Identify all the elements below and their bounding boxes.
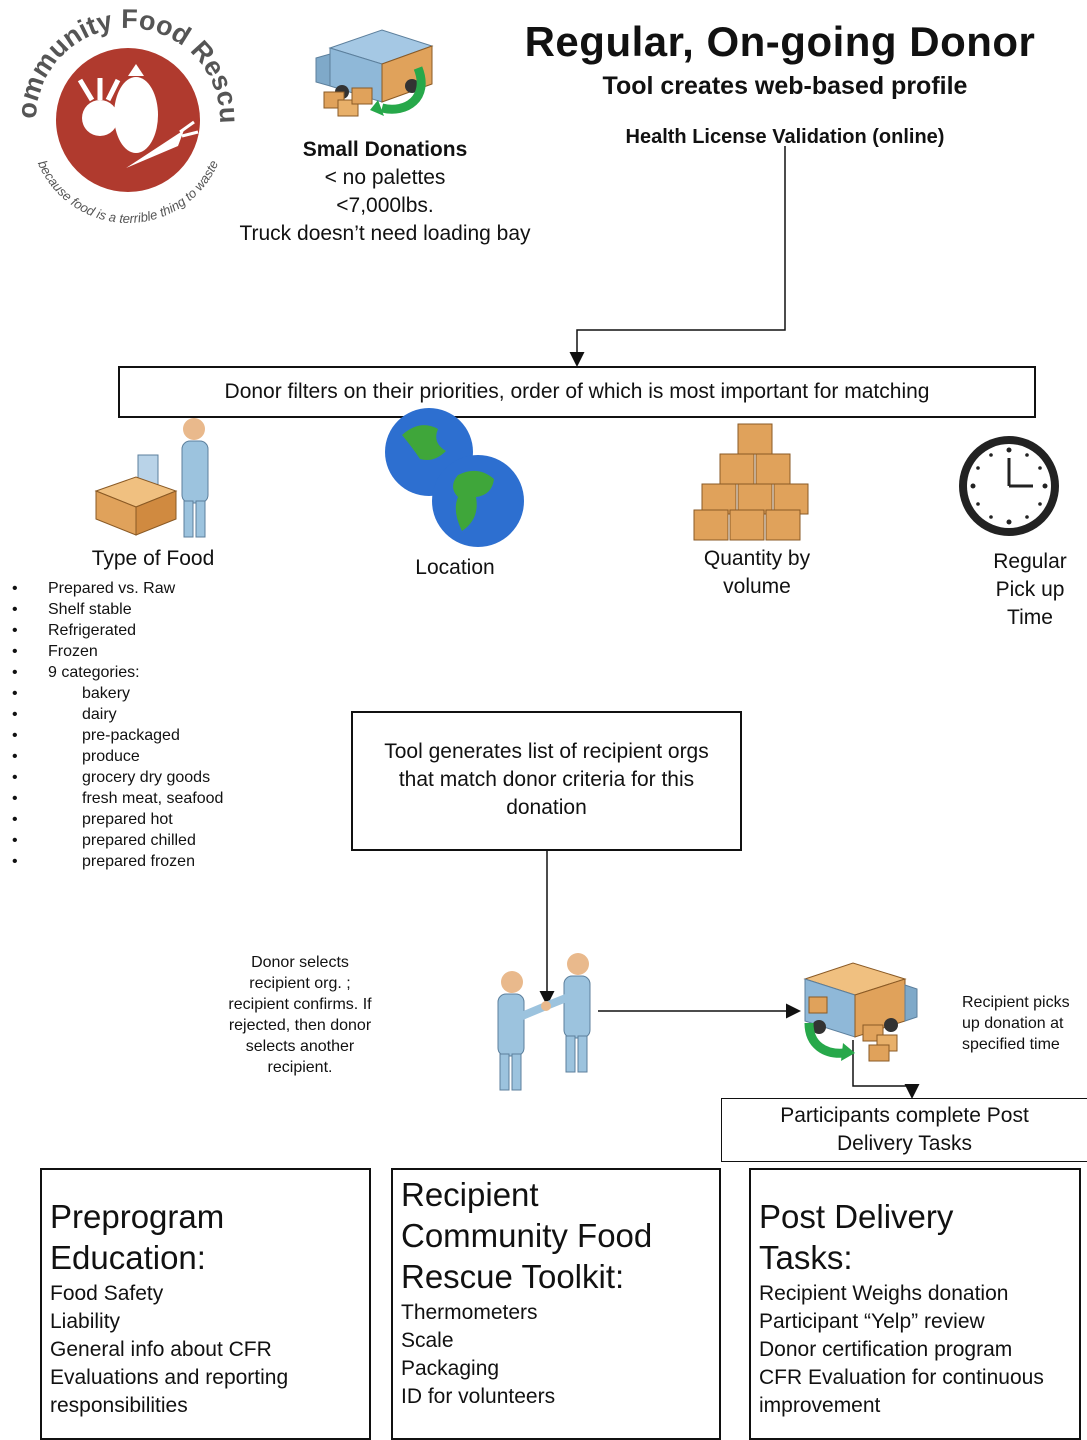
list-item: Frozen bbox=[12, 641, 223, 662]
location-label: Location bbox=[415, 556, 495, 579]
note-line: recipient confirms. If bbox=[228, 996, 372, 1013]
list-item: Food Safety bbox=[50, 1282, 164, 1305]
list-item: responsibilities bbox=[50, 1394, 188, 1417]
list-item: produce bbox=[12, 746, 223, 767]
truck-to-post-arrow bbox=[852, 1040, 920, 1099]
delivery-truck-icon bbox=[315, 29, 434, 117]
box-title-line: Community Food bbox=[401, 1217, 653, 1254]
list-item: Packaging bbox=[401, 1357, 500, 1380]
post-delivery-header-line: Participants complete Post bbox=[780, 1104, 1029, 1127]
box-title-line: Rescue Toolkit: bbox=[401, 1258, 625, 1295]
pickup-label-line: Time bbox=[1007, 606, 1053, 629]
quantity-label-line: volume bbox=[723, 575, 791, 598]
generate-line: Tool generates list of recipient orgs bbox=[384, 740, 709, 763]
generate-line: that match donor criteria for this bbox=[398, 768, 695, 791]
list-item: fresh meat, seafood bbox=[12, 788, 223, 809]
list-item: dairy bbox=[12, 704, 223, 725]
box-title: Preprogram Education: bbox=[50, 1196, 361, 1278]
list-item: ID for volunteers bbox=[401, 1385, 556, 1408]
globe-icon bbox=[385, 408, 524, 547]
box-title-line: Recipient bbox=[401, 1176, 539, 1213]
note-line: recipient. bbox=[267, 1059, 333, 1076]
community-food-rescue-logo: Community Food Rescue because food is a … bbox=[8, 0, 244, 226]
box-items: Recipient Weighs donation Participant “Y… bbox=[759, 1280, 1071, 1420]
list-item: pre-packaged bbox=[12, 725, 223, 746]
box-title-line: Education: bbox=[50, 1239, 206, 1276]
note-line: Recipient picks bbox=[962, 994, 1070, 1011]
food-type-list: Prepared vs. Raw Shelf stable Refrigerat… bbox=[12, 578, 223, 872]
list-item: bakery bbox=[12, 683, 223, 704]
health-license-label: Health License Validation (online) bbox=[625, 126, 945, 148]
donor-filter-text: Donor filters on their priorities, order… bbox=[224, 380, 930, 403]
box-title: Post Delivery Tasks: bbox=[759, 1196, 1071, 1278]
box-items: Thermometers Scale Packaging ID for volu… bbox=[401, 1299, 711, 1411]
handshake-icon bbox=[497, 953, 591, 1091]
list-item: prepared hot bbox=[12, 809, 223, 830]
box-title-line: Tasks: bbox=[759, 1239, 853, 1276]
post-delivery-tasks-box: Post Delivery Tasks: Recipient Weighs do… bbox=[749, 1168, 1081, 1440]
stacked-boxes-icon bbox=[693, 423, 809, 541]
page-title: Regular, On-going Donor bbox=[524, 18, 1036, 65]
pickup-label-line: Regular bbox=[993, 550, 1067, 573]
list-item: prepared frozen bbox=[12, 851, 223, 872]
list-item: Donor certification program bbox=[759, 1338, 1013, 1361]
note-line: rejected, then donor bbox=[228, 1017, 372, 1034]
health-to-filter-arrow bbox=[569, 146, 786, 367]
list-item: Evaluations and reporting bbox=[50, 1366, 289, 1389]
post-delivery-header-line: Delivery Tasks bbox=[837, 1132, 972, 1155]
list-item: improvement bbox=[759, 1394, 881, 1417]
type-of-food-label: Type of Food bbox=[91, 547, 215, 570]
list-item: CFR Evaluation for continuous bbox=[759, 1366, 1044, 1389]
small-donations-block: Small Donations < no palettes <7,000lbs.… bbox=[200, 136, 570, 248]
list-item: grocery dry goods bbox=[12, 767, 223, 788]
quantity-label-line: Quantity by bbox=[703, 547, 811, 570]
quantity-label: Quantity by volume bbox=[680, 545, 834, 601]
small-donations-heading: Small Donations bbox=[302, 138, 468, 161]
list-item: Scale bbox=[401, 1329, 454, 1352]
note-line: recipient org. ; bbox=[249, 975, 351, 992]
pickup-time-label: Regular Pick up Time bbox=[970, 548, 1087, 632]
box-title: Recipient Community Food Rescue Toolkit: bbox=[401, 1174, 711, 1297]
note-line: up donation at bbox=[962, 1015, 1064, 1032]
pickup-label-line: Pick up bbox=[995, 578, 1065, 601]
small-donations-line: Truck doesn’t need loading bay bbox=[239, 222, 531, 245]
preprogram-education-box: Preprogram Education: Food Safety Liabil… bbox=[40, 1168, 371, 1440]
note-line: Donor selects bbox=[251, 954, 349, 971]
note-line: specified time bbox=[962, 1036, 1060, 1053]
person-with-box-icon bbox=[94, 418, 209, 538]
box-items: Food Safety Liability General info about… bbox=[50, 1280, 361, 1420]
list-item: Liability bbox=[50, 1310, 121, 1333]
list-item: Recipient Weighs donation bbox=[759, 1282, 1009, 1305]
small-donations-line: < no palettes bbox=[324, 166, 446, 189]
box-title-line: Post Delivery bbox=[759, 1198, 954, 1235]
small-donations-line: <7,000lbs. bbox=[336, 194, 434, 217]
recipient-toolkit-box: Recipient Community Food Rescue Toolkit:… bbox=[391, 1168, 721, 1440]
list-item: Refrigerated bbox=[12, 620, 223, 641]
post-delivery-header-box: Participants complete Post Delivery Task… bbox=[721, 1098, 1087, 1162]
list-item: Participant “Yelp” review bbox=[759, 1310, 985, 1333]
note-line: selects another bbox=[245, 1038, 355, 1055]
generate-recipients-box: Tool generates list of recipient orgs th… bbox=[351, 711, 742, 851]
pickup-truck-icon bbox=[803, 962, 918, 1062]
generate-line: donation bbox=[506, 796, 587, 819]
clock-icon bbox=[959, 436, 1059, 536]
list-item: Thermometers bbox=[401, 1301, 538, 1324]
list-item: Prepared vs. Raw bbox=[12, 578, 223, 599]
list-item: prepared chilled bbox=[12, 830, 223, 851]
list-item: 9 categories: bbox=[12, 662, 223, 683]
page-subtitle: Tool creates web-based profile bbox=[602, 72, 968, 100]
recipient-picks-note: Recipient picks up donation at specified… bbox=[962, 992, 1087, 1055]
list-item: General info about CFR bbox=[50, 1338, 272, 1361]
box-title-line: Preprogram bbox=[50, 1198, 225, 1235]
list-item: Shelf stable bbox=[12, 599, 223, 620]
donor-selects-note: Donor selects recipient org. ; recipient… bbox=[210, 952, 390, 1078]
donor-filter-box: Donor filters on their priorities, order… bbox=[118, 366, 1036, 418]
